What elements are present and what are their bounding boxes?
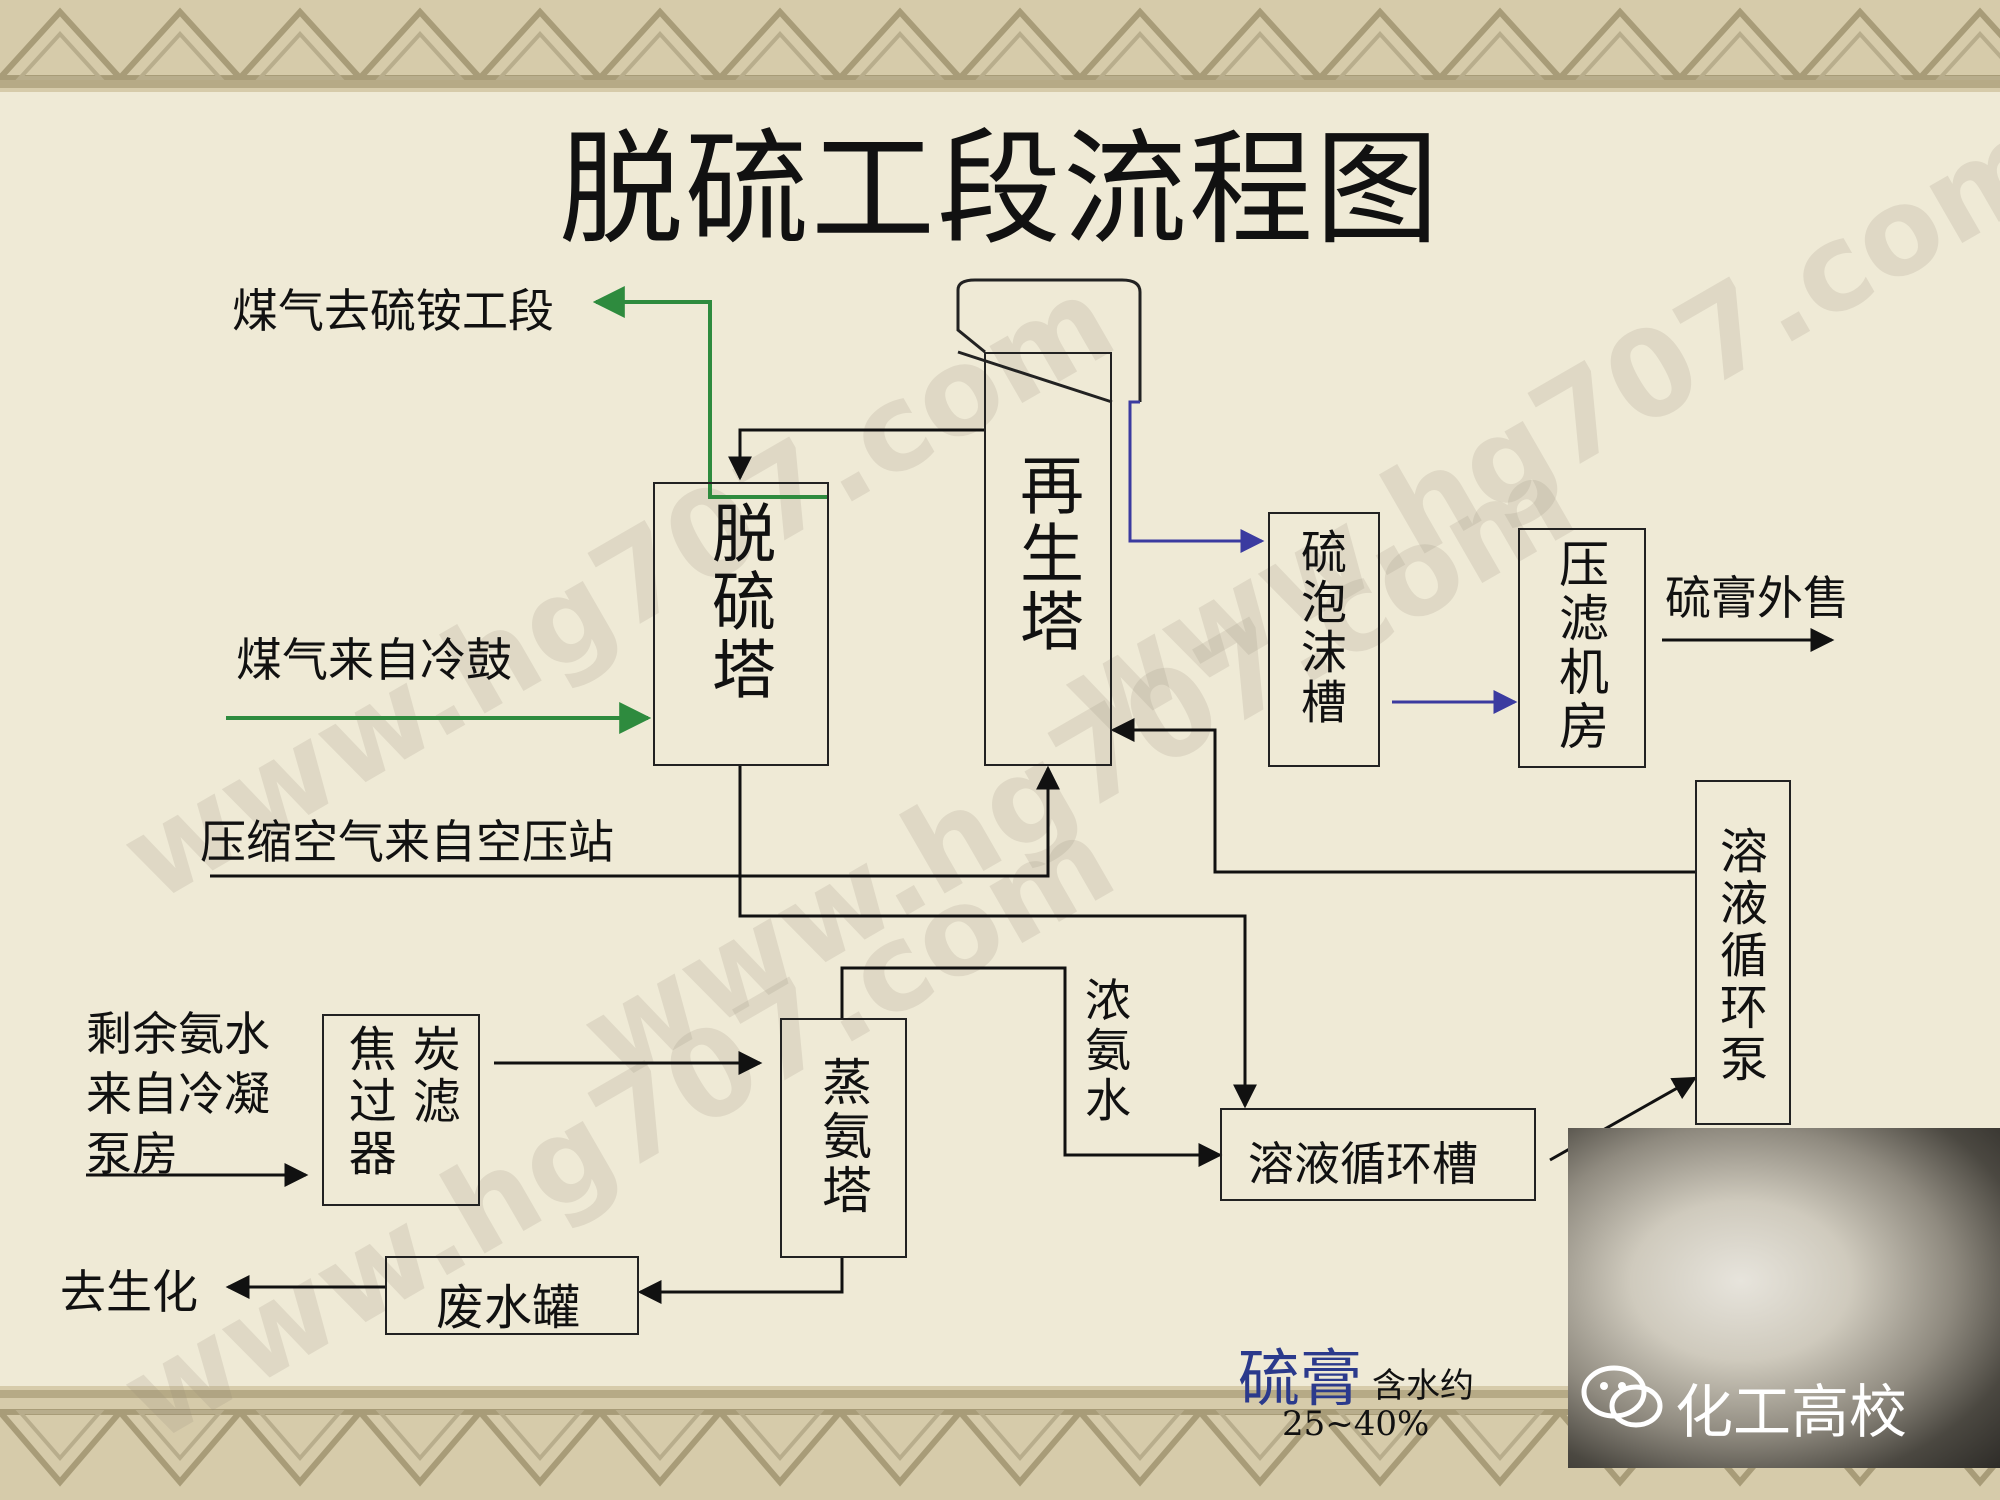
regeneration-tower-label: 再生塔 bbox=[1009, 452, 1083, 656]
water-content-label: 含水约 bbox=[1372, 1366, 1474, 1406]
filter-press-box bbox=[1518, 528, 1646, 768]
wastewater-tank-box bbox=[385, 1256, 639, 1335]
coke-filter-box bbox=[322, 1014, 480, 1206]
circulation-tank-label: 溶液循环槽 bbox=[1248, 1137, 1478, 1191]
desulf-to-tank-line bbox=[738, 766, 1257, 1109]
regen-tower-hood bbox=[956, 278, 1142, 402]
circulation-tank-box bbox=[1220, 1108, 1536, 1201]
circulation-pump-box bbox=[1695, 780, 1791, 1125]
top-border-pattern bbox=[0, 0, 2000, 92]
coke-filter-label-right: 炭滤 bbox=[403, 1024, 460, 1128]
still-to-waste-line bbox=[637, 1258, 844, 1304]
label-gypsum-sale: 硫膏外售 bbox=[1665, 571, 1849, 625]
logo-text: 化工高校 bbox=[1675, 1378, 1908, 1446]
coke-filter-label-left: 焦过器 bbox=[339, 1024, 396, 1180]
sulfur-paste-label: 硫膏 bbox=[1238, 1342, 1363, 1415]
top-border-band bbox=[0, 0, 2000, 92]
label-residual-ammonia-1: 剩余氨水 bbox=[86, 1007, 270, 1061]
compressed-air-line bbox=[210, 765, 1060, 878]
label-residual-ammonia-2: 来自冷凝 bbox=[86, 1067, 270, 1121]
circulation-pump-label: 溶液循环泵 bbox=[1711, 826, 1767, 1086]
label-compressed-air: 压缩空气来自空压站 bbox=[200, 815, 614, 869]
sulfur-paste-photo bbox=[1568, 1128, 2000, 1468]
desulfurization-tower-box bbox=[653, 482, 829, 766]
regeneration-tower-box bbox=[984, 352, 1112, 766]
regen-to-foam-line bbox=[1128, 400, 1265, 553]
label-gas-from-cooler: 煤气来自冷鼓 bbox=[236, 633, 512, 687]
pump-to-regen-line bbox=[1110, 718, 1695, 874]
foam-tank-label: 硫泡沫槽 bbox=[1294, 528, 1348, 728]
filter-press-label: 压滤机房 bbox=[1551, 538, 1609, 754]
ammonia-still-label: 蒸氨塔 bbox=[814, 1056, 872, 1218]
regen-to-desulf-line bbox=[728, 428, 985, 481]
label-to-biochem: 去生化 bbox=[60, 1265, 198, 1319]
label-gas-to-ammonium: 煤气去硫铵工段 bbox=[232, 284, 554, 338]
ammonia-still-box bbox=[780, 1018, 907, 1258]
water-range-label: 25~40% bbox=[1282, 1404, 1430, 1444]
foam-tank-box bbox=[1268, 512, 1380, 767]
wastewater-tank-label: 废水罐 bbox=[436, 1280, 581, 1336]
conc-ammonia-line bbox=[840, 966, 1223, 1167]
label-residual-ammonia-3: 泵房 bbox=[86, 1127, 178, 1181]
label-conc-ammonia: 浓氨水 bbox=[1078, 976, 1132, 1126]
wechat-icon bbox=[1581, 1365, 1663, 1428]
desulfurization-tower-label: 脱硫塔 bbox=[701, 500, 775, 704]
gas-outlet-line bbox=[592, 286, 828, 499]
page-title: 脱硫工段流程图 bbox=[558, 118, 1441, 262]
